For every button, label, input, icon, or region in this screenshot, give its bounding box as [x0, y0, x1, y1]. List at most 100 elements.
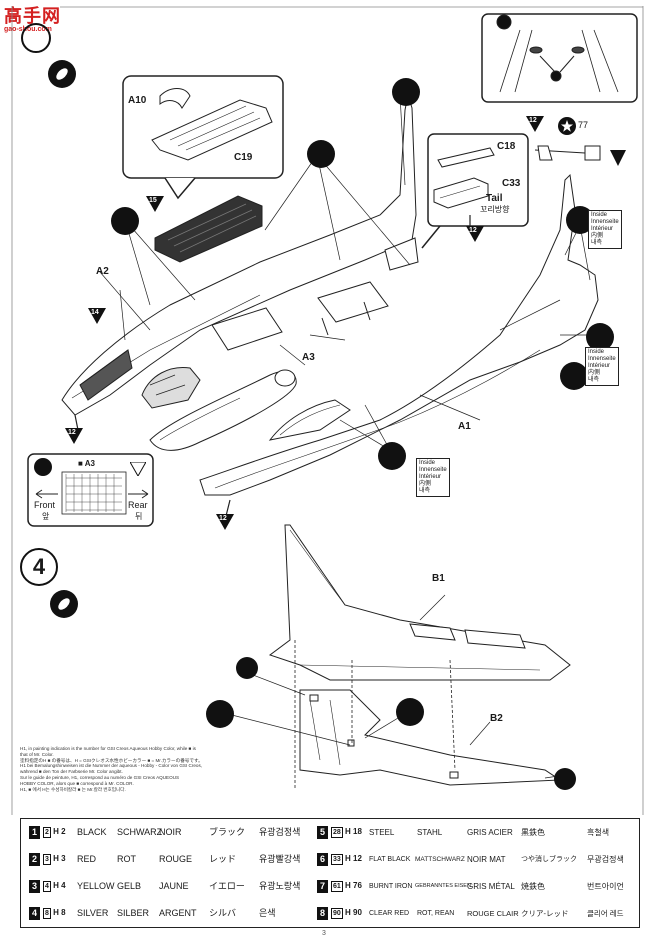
paint-name-jp: シルバ [209, 908, 237, 918]
part-label-a2: A2 [96, 266, 109, 277]
paint-row: 1 2 H 2 BLACK SCHWARZ NOIR ブラック 유광검정색 [21, 819, 639, 846]
callout-triangle-12 [130, 462, 146, 476]
paint-row: 2 3 H 3 RED ROT ROUGE レッド 유광빨강색 [21, 846, 639, 873]
paint-name-kr: 번트아이언 [587, 882, 624, 891]
paint-row: 3 4 H 4 YELLOW GELB JAUNE イエロー 유광노랑색 [21, 873, 639, 900]
paint-name-fr: NOIR [159, 827, 182, 837]
inside-note-jp: 内側 [591, 233, 604, 239]
paint-name-fr: GRIS MÉTAL [467, 882, 515, 891]
inside-note-en: Inside [591, 212, 608, 218]
note-line: HOBBY COLOR, alors que ■ correspond à Mr… [20, 780, 134, 786]
inside-note-de: Innenseite [419, 467, 447, 473]
paint-name-en: RED [77, 854, 97, 864]
paint-name-jp: クリア-レッド [521, 909, 569, 918]
cement-icon [111, 207, 139, 235]
callout-triangle-12 [526, 116, 544, 132]
callout-triangle-12 [65, 428, 83, 444]
cement-icon [560, 362, 588, 390]
cement-icon [396, 698, 424, 726]
paint-name-jp: ブラック [209, 827, 246, 837]
paint-name-de: GELB [117, 881, 142, 891]
page-number: 3 [322, 930, 326, 937]
hobby-color-code: H 3 [53, 854, 66, 863]
paint-name-jp: 焼鉄色 [521, 882, 545, 891]
callout-triangle-14 [88, 308, 106, 324]
callout-triangle-12 [216, 514, 234, 530]
inside-note-jp: 内側 [588, 370, 601, 376]
note-line: 塗料指定のH ■ の番号は、H = GSIクレオス水性ホビーカラー ■ = Mr… [20, 757, 203, 763]
hobby-color-code: H 76 [345, 881, 362, 890]
watermark-url: gao-shou.com [4, 26, 52, 33]
paint-number: 5 [317, 826, 328, 839]
paint-code: 4 H 4 [43, 881, 66, 892]
paint-name-fr: JAUNE [159, 881, 189, 891]
callout-number: 12 [529, 117, 537, 124]
paint-code: 8 H 8 [43, 908, 66, 919]
paint-name-kr: 은색 [259, 908, 276, 918]
paint-code: 61 H 76 [331, 881, 362, 892]
hobby-color-code: H 18 [345, 827, 362, 836]
inside-note-kr: 내측 [419, 488, 431, 494]
part-label-a3: A3 [302, 352, 315, 363]
inside-note-kr: 내측 [588, 377, 600, 383]
mr-color-code: 61 [331, 881, 343, 892]
paint-name-fr: GRIS ACIER [467, 828, 513, 837]
inside-note-jp: 内側 [419, 481, 432, 487]
paint-code-note: H1, in painting indication is the number… [20, 746, 215, 792]
inside-note-en: Inside [588, 349, 605, 355]
mr-color-code: 8 [43, 908, 51, 919]
paint-name-kr: 클리어 레드 [587, 909, 624, 918]
star-number: 77 [578, 120, 589, 130]
step-4-number: 4 [20, 548, 58, 586]
paint-name-de: GEBRANNTES EISEN [415, 883, 471, 889]
paint-name-jp: イエロー [209, 881, 245, 891]
hobby-color-code: H 8 [53, 908, 66, 917]
paint-code: 3 H 3 [43, 854, 66, 865]
cement-brush-icon [554, 768, 576, 790]
note-line: H1, ■ 에서 H는 수성하비칼라 ■ 는 Mr.칼라 번호입니다. [20, 786, 126, 792]
hobby-color-code: H 12 [345, 854, 362, 863]
paint-row: 4 8 H 8 SILVER SILBER ARGENT シルバ 은색 [21, 900, 639, 927]
inside-note-fr: Intérieur [591, 226, 614, 232]
note-line: Sur le guide de peinture, H1, correspond… [20, 774, 180, 780]
paint-name-de: SCHWARZ [117, 827, 163, 837]
hobby-color-code: H 4 [53, 881, 66, 890]
instruction-icon [48, 60, 76, 88]
callout-triangle-15 [146, 196, 164, 212]
paint-name-de: MATTSCHWARZ [415, 856, 465, 863]
rear-label-korean: 뒤 [135, 512, 143, 521]
paint-number: 4 [29, 907, 40, 920]
paint-row: 6 33 H 12 FLAT BLACK MATTSCHWARZ NOIR MA… [21, 846, 639, 873]
paint-name-en: CLEAR RED [369, 910, 410, 917]
part-label-b1: B1 [432, 573, 445, 584]
paint-name-de: STAHL [417, 828, 443, 837]
inside-note-kr: 내측 [591, 240, 603, 246]
cement-icon [206, 700, 234, 728]
part-label-c18: C18 [497, 141, 516, 152]
paint-name-jp: レッド [209, 854, 237, 864]
paint-name-en: BLACK [77, 827, 107, 837]
callout-triangle-7 [610, 150, 626, 166]
paint-name-en: FLAT BLACK [369, 856, 411, 863]
paint-name-kr: 유광검정색 [259, 827, 301, 837]
paint-code: 28 H 18 [331, 827, 362, 838]
front-label-korean: 앞 [42, 512, 50, 521]
paint-name-en: STEEL [369, 828, 395, 837]
part-label-a10: A10 [128, 95, 147, 106]
note-line: H1, in painting indication is the number… [20, 746, 196, 751]
part-label-b2: B2 [490, 713, 503, 724]
mr-color-code: 33 [331, 854, 343, 865]
paint-name-de: ROT [117, 854, 136, 864]
paint-code: 2 H 2 [43, 827, 66, 838]
rear-label: Rear [128, 500, 148, 510]
paint-name-fr: ARGENT [159, 908, 197, 918]
tail-direction-label: Tail [486, 193, 503, 204]
paint-number: 1 [29, 826, 40, 839]
part-label-c33: C33 [502, 178, 521, 189]
part-label-a1: A1 [458, 421, 471, 432]
paint-number: 3 [29, 880, 40, 893]
callout-number: 12 [68, 429, 76, 436]
paint-code: 90 H 90 [331, 908, 362, 919]
a3-box-title: ■ A3 [78, 459, 95, 468]
